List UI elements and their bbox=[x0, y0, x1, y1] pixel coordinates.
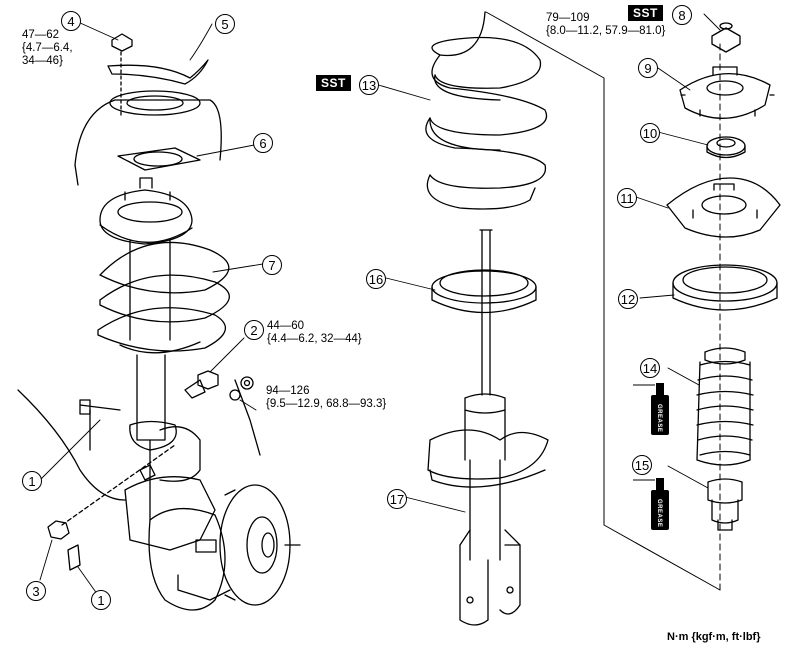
callout-10: 10 bbox=[640, 123, 660, 143]
grease-cap-icon bbox=[656, 383, 664, 395]
callout-5: 5 bbox=[215, 14, 235, 34]
lower-fasteners bbox=[47, 370, 254, 571]
coil-spring bbox=[425, 11, 548, 210]
sst-badge-13: SST bbox=[316, 75, 351, 91]
callout-1-upper: 1 bbox=[22, 471, 42, 491]
part-8-nut bbox=[711, 22, 741, 53]
assembly-frame bbox=[485, 11, 721, 591]
callout-4: 4 bbox=[61, 11, 81, 31]
callout-8: 8 bbox=[672, 5, 692, 25]
leader-lines-right bbox=[635, 13, 721, 489]
part-12-rubber-seat bbox=[672, 264, 778, 311]
callout-15: 15 bbox=[632, 455, 652, 475]
part-15-bump-stopper bbox=[707, 478, 743, 531]
callout-9: 9 bbox=[638, 58, 658, 78]
part-11-lower-seat bbox=[666, 177, 781, 238]
callout-7: 7 bbox=[262, 255, 282, 275]
callout-14: 14 bbox=[640, 358, 660, 378]
callout-2: 2 bbox=[244, 320, 264, 340]
callout-1-lower: 1 bbox=[91, 590, 111, 610]
callout-12: 12 bbox=[618, 289, 638, 309]
upper-spring-seat bbox=[431, 269, 537, 314]
torque-spec-bolt: 94—126 {9.5—12.9, 68.8—93.3} bbox=[266, 385, 387, 410]
sst-badge-8: SST bbox=[628, 5, 663, 21]
left-strut-assembly bbox=[97, 177, 230, 521]
grease-label: GREASE bbox=[656, 499, 662, 528]
grease-tube-15: GREASE bbox=[651, 478, 669, 530]
torque-spec-part4: 47—62 {4.7—6.4, 34—46} bbox=[22, 29, 73, 67]
callout-6: 6 bbox=[253, 133, 273, 153]
knuckle-brake-hub bbox=[124, 379, 301, 611]
callout-3: 3 bbox=[26, 581, 46, 601]
callout-16: 16 bbox=[366, 269, 386, 289]
upper-nut-and-bracket bbox=[107, 33, 209, 116]
callout-11: 11 bbox=[617, 188, 637, 208]
part-9-mount bbox=[679, 66, 775, 119]
grease-tube-14: GREASE bbox=[651, 383, 669, 435]
grease-cap-icon bbox=[656, 478, 664, 490]
part-14-dust-boot bbox=[696, 347, 754, 466]
callout-17: 17 bbox=[387, 489, 407, 509]
mount-gasket bbox=[117, 147, 201, 171]
callout-13: 13 bbox=[359, 75, 379, 95]
torque-spec-part2: 44—60 {4.4—6.2, 32—44} bbox=[267, 320, 362, 345]
strut-tower-body bbox=[74, 90, 222, 186]
units-note: N·m {kgf·m, ft·lbf} bbox=[667, 631, 761, 643]
shock-absorber bbox=[427, 229, 549, 626]
leader-lines-center bbox=[374, 83, 466, 513]
grease-label: GREASE bbox=[656, 404, 662, 433]
part-10-bearing bbox=[706, 136, 746, 159]
torque-spec-part8: 79—109 {8.0—11.2, 57.9—81.0} bbox=[546, 12, 666, 37]
